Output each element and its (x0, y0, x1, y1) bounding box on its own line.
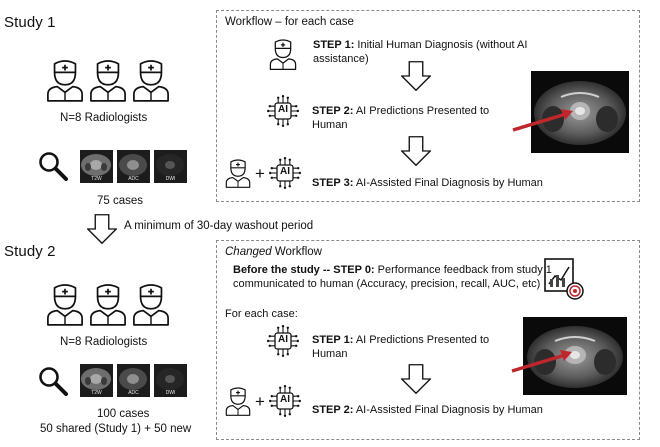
thumb-caption: T2W (91, 176, 102, 182)
study1-radiologists-label: N=8 Radiologists (60, 112, 148, 124)
plus-sign: + (255, 392, 265, 411)
workflow1-step3: STEP 3: AI-Assisted Final Diagnosis by H… (312, 176, 632, 190)
thumb-caption: T2W (91, 390, 102, 396)
ai-chip-icon: AI (267, 325, 299, 357)
mri-thumbnail-adc: ADC (117, 150, 150, 183)
doctor-icon (225, 157, 251, 189)
ai-chip-label: AI (278, 104, 288, 115)
down-arrow-icon (401, 363, 431, 395)
workflow1-step2: STEP 2: AI Predictions Presented to Huma… (312, 104, 512, 132)
study2-radiologists-label: N=8 Radiologists (60, 336, 148, 348)
study1-title: Study 1 (4, 14, 56, 31)
red-pointer-arrow (512, 109, 573, 132)
mri-thumbnail-dwi: DWI (154, 364, 187, 397)
performance-chart-icon (544, 258, 584, 300)
workflow2-step2: STEP 2: AI-Assisted Final Diagnosis by H… (312, 403, 632, 417)
doctor-icon (132, 282, 170, 326)
step-label: STEP 3: (312, 177, 354, 189)
thumb-caption: DWI (165, 176, 176, 182)
workflow2-step1: STEP 1: AI Predictions Presented to Huma… (312, 333, 512, 361)
workflow2-header-rest: Workflow (271, 246, 322, 258)
step-text: AI Predictions Presented to Human (312, 105, 490, 131)
mri-thumbnail-dwi: DWI (154, 150, 187, 183)
step-label: STEP 1: (312, 334, 354, 346)
doctor-icon (269, 37, 297, 71)
doctor-icon (225, 385, 251, 417)
doctor-icon (89, 282, 127, 326)
mri-thumbnail-t2w: T2W (80, 150, 113, 183)
step-label: STEP 2: (312, 404, 354, 416)
radiologists-icon-group (46, 282, 166, 328)
study2-cases-sub: 50 shared (Study 1) + 50 new (40, 423, 192, 435)
ai-chip-label: AI (280, 166, 290, 177)
workflow2-header: Changed Workflow (225, 246, 322, 258)
red-pointer-arrow (511, 350, 572, 373)
doctor-icon (46, 58, 84, 102)
mri-prediction-image (523, 317, 627, 395)
doctor-icon (89, 58, 127, 102)
mri-thumbnail-adc: ADC (117, 364, 150, 397)
plus-sign: + (255, 164, 265, 183)
ai-chip-label: AI (280, 394, 290, 405)
study2-title: Study 2 (4, 243, 56, 260)
ai-chip-icon: AI (269, 157, 301, 189)
doctor-icon (132, 58, 170, 102)
step-label: STEP 2: (312, 105, 354, 117)
workflow2-box: Changed Workflow Before the study -- STE… (216, 240, 640, 440)
study1-cases-label: 75 cases (97, 195, 144, 207)
workflow1-step1: STEP 1: Initial Human Diagnosis (without… (313, 38, 548, 66)
mri-thumbnail-t2w: T2W (80, 364, 113, 397)
mri-prediction-image (531, 71, 629, 153)
washout-down-arrow (87, 213, 117, 245)
doctor-icon (46, 282, 84, 326)
ai-chip-icon: AI (269, 385, 301, 417)
step-text: Performance feedback from study 1 commun… (233, 264, 552, 290)
magnifier-icon (38, 366, 68, 396)
ai-chip-label: AI (278, 334, 288, 345)
workflow1-box: Workflow – for each case STEP 1: Initial… (216, 10, 640, 202)
thumb-caption: ADC (128, 176, 139, 182)
down-arrow-icon (401, 60, 431, 92)
ai-chip-icon: AI (267, 95, 299, 127)
workflow1-header: Workflow – for each case (225, 16, 354, 28)
step-text: AI-Assisted Final Diagnosis by Human (353, 177, 543, 189)
step-label: STEP 1: (313, 39, 355, 51)
step-text: AI Predictions Presented to Human (312, 334, 490, 360)
radiologists-icon-group (46, 58, 166, 104)
workflow2-header-italic: Changed (225, 246, 272, 258)
step-text: AI-Assisted Final Diagnosis by Human (353, 404, 543, 416)
down-arrow-icon (401, 135, 431, 167)
thumb-caption: ADC (128, 390, 139, 396)
washout-label: A minimum of 30-day washout period (124, 220, 314, 232)
magnifier-icon (38, 151, 68, 181)
workflow2-for-each: For each case: (225, 308, 298, 320)
workflow2-step0: Before the study -- STEP 0: Performance … (233, 263, 558, 291)
study2-cases-label: 100 cases (97, 408, 150, 420)
step-text: Initial Human Diagnosis (without AI assi… (313, 39, 528, 65)
step-label: Before the study -- STEP 0: (233, 264, 375, 276)
thumb-caption: DWI (165, 390, 176, 396)
